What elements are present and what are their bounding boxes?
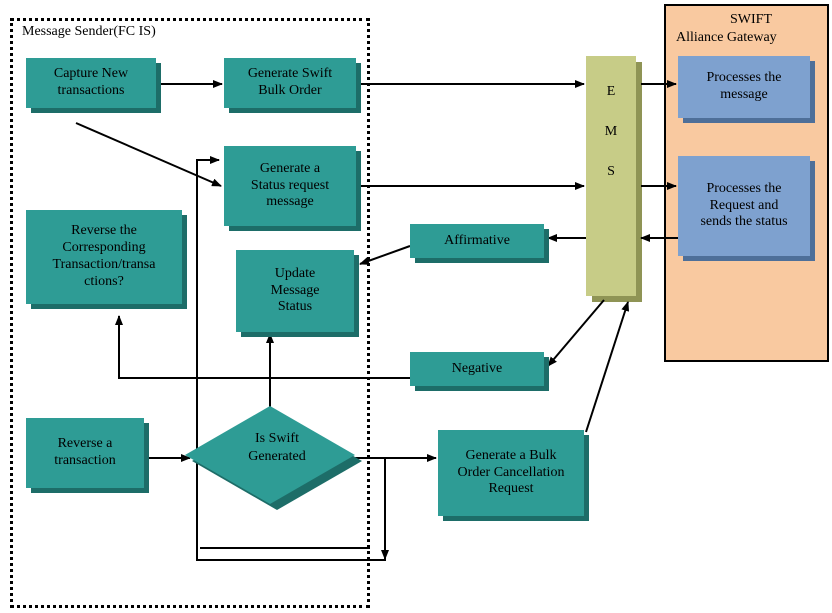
generate-swift-bulk-order-box: Generate Swift Bulk Order xyxy=(224,58,356,108)
affirmative-box: Affirmative xyxy=(410,224,544,258)
reverse-corresponding-box: Reverse the Corresponding Transaction/tr… xyxy=(26,210,182,304)
decision-label: Is Swift Generated xyxy=(248,431,306,464)
status-request-box: Generate a Status request message xyxy=(224,146,356,226)
ems-letter-s: S xyxy=(607,164,615,179)
ems-letter-m: M xyxy=(604,124,618,139)
message-sender-title: Message Sender(FC IS) xyxy=(22,24,156,39)
ems-letter-e: E xyxy=(606,84,616,99)
processes-request-box: Processes the Request and sends the stat… xyxy=(678,156,810,256)
arrow-bulk-cancel-to-ems xyxy=(585,301,630,433)
arrow-ems-to-negative xyxy=(547,299,605,367)
update-message-status-box: Update Message Status xyxy=(236,250,354,332)
processes-message-box: Processes the message xyxy=(678,56,810,118)
negative-box: Negative xyxy=(410,352,544,386)
bulk-cancellation-box: Generate a Bulk Order Cancellation Reque… xyxy=(438,430,584,516)
decision-diamond xyxy=(185,406,362,510)
capture-new-transactions-box: Capture New transactions xyxy=(26,58,156,108)
reverse-transaction-box: Reverse a transaction xyxy=(26,418,144,488)
ems-bar: E M S xyxy=(586,56,636,296)
swift-title: SWIFT xyxy=(730,12,772,27)
swift-subtitle: Alliance Gateway xyxy=(676,30,777,45)
